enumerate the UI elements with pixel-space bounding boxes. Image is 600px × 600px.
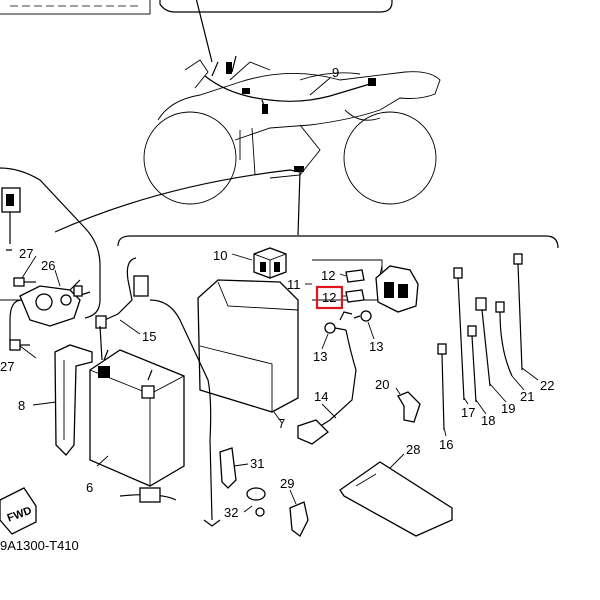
callout-10: 10: [213, 248, 227, 263]
battery-cable-main: [119, 299, 221, 527]
highlight-box: [315, 285, 344, 310]
detail-frame: [117, 235, 559, 249]
callout-19: 19: [501, 401, 515, 416]
battery-cable-15: [95, 257, 149, 361]
callout-17: 17: [461, 405, 475, 420]
clip-29: [289, 501, 309, 537]
callout-14: 14: [314, 389, 328, 404]
callout-18: 18: [481, 413, 495, 428]
callout-labels: 6 7 8 9 10 11 12 12 13 13 14 15 16 17 18…: [0, 65, 554, 520]
top-inset-box: [0, 0, 393, 15]
cable-tie-19: [475, 297, 491, 387]
callout-28: 28: [406, 442, 420, 457]
bolt-27-lower: [9, 339, 30, 351]
cable-tie-22: [513, 253, 523, 371]
bolt-13-right: [353, 310, 372, 322]
callout-6: 6: [86, 480, 93, 495]
callout-12-lower: 12: [322, 290, 336, 305]
bracket-8: [54, 344, 93, 456]
callout-8: 8: [18, 398, 25, 413]
callout-7: 7: [278, 416, 285, 431]
callout-12-upper: 12: [321, 268, 335, 283]
lead-14: [297, 329, 357, 445]
cable-tie-21: [495, 301, 513, 377]
fastener-32: [246, 487, 266, 517]
battery-cover-7: [197, 279, 299, 413]
callout-21: 21: [520, 389, 534, 404]
left-inset-border: [0, 167, 101, 319]
detail-pointer: [54, 169, 301, 236]
fuse-box-assembly: [312, 259, 419, 321]
bolt-27-upper: [13, 277, 36, 287]
battery-6: [89, 349, 185, 487]
callout-27-upper: 27: [19, 246, 33, 261]
callout-31: 31: [250, 456, 264, 471]
callout-27-lower: 27: [0, 359, 14, 374]
callout-15: 15: [142, 329, 156, 344]
cable-tie-17: [453, 267, 465, 401]
plate-28: [339, 461, 453, 537]
left-connector: [1, 187, 21, 251]
callout-20: 20: [375, 377, 389, 392]
diagram-code: 9A1300-T410: [0, 538, 79, 553]
callout-22: 22: [540, 378, 554, 393]
callout-11: 11: [287, 277, 301, 292]
callout-13-left: 13: [313, 349, 327, 364]
callout-13-right: 13: [369, 339, 383, 354]
bolt-13-left: [324, 322, 347, 334]
clamp-20: [397, 391, 421, 423]
leader-lines: [19, 77, 539, 513]
wire-harness-bike: [195, 0, 376, 172]
callout-29: 29: [280, 476, 294, 491]
callout-32: 32: [224, 505, 238, 520]
relay-10: [253, 247, 287, 279]
fwd-arrow-icon: FWD: [0, 487, 37, 535]
cable-tie-18: [467, 325, 477, 403]
sensor-assembly: [9, 279, 91, 345]
callout-26: 26: [41, 258, 55, 273]
clamp-31: [219, 447, 237, 489]
motorcycle-outline: [143, 59, 441, 205]
callout-16: 16: [439, 437, 453, 452]
cable-tie-16: [437, 343, 447, 431]
callout-9: 9: [332, 65, 339, 80]
